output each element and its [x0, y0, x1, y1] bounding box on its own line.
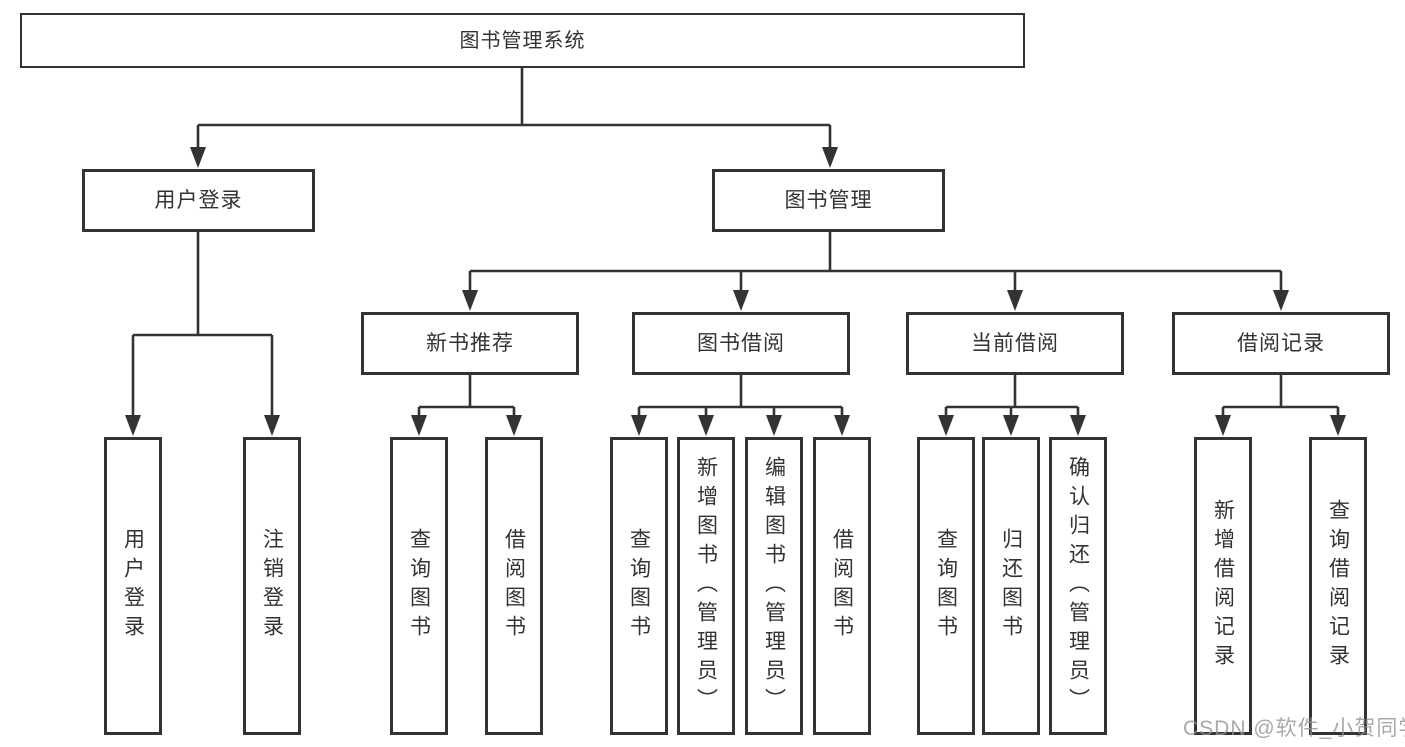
- node-query-borrow-record: 查询借阅记录: [1309, 437, 1367, 735]
- node-book-management: 图书管理: [712, 169, 945, 232]
- node-label: 用户登录: [154, 189, 243, 212]
- node-query-books-current: 查询图书: [917, 437, 975, 735]
- node-label: 归还图书: [999, 528, 1023, 644]
- node-label: 新书推荐: [426, 332, 514, 355]
- node-library-management-system: 图书管理系统: [20, 13, 1025, 68]
- node-book-borrowing: 图书借阅: [632, 312, 850, 375]
- node-label: 编辑图书（管理员）: [762, 455, 786, 717]
- arrowheads: [125, 147, 1346, 436]
- node-query-books-recommend: 查询图书: [390, 437, 448, 735]
- node-label: 注销登录: [260, 528, 284, 644]
- node-label: 借阅图书: [502, 528, 526, 644]
- node-label: 查询图书: [407, 528, 431, 644]
- node-label: 确认归还（管理员）: [1066, 455, 1090, 717]
- node-confirm-return-admin: 确认归还（管理员）: [1049, 437, 1107, 735]
- node-label: 图书借阅: [697, 332, 785, 355]
- node-add-book-admin: 新增图书（管理员）: [677, 437, 735, 735]
- node-user-login-leaf: 用户登录: [104, 437, 162, 735]
- node-label: 新增借阅记录: [1211, 499, 1235, 673]
- node-logout: 注销登录: [243, 437, 301, 735]
- node-label: 图书管理系统: [459, 29, 586, 52]
- tree-edges: [131, 68, 1340, 420]
- node-borrowing-records: 借阅记录: [1172, 312, 1390, 375]
- node-user-login: 用户登录: [82, 169, 315, 232]
- node-label: 借阅记录: [1237, 332, 1325, 355]
- node-label: 当前借阅: [971, 332, 1059, 355]
- node-query-books-borrow: 查询图书: [610, 437, 668, 735]
- node-current-borrowing: 当前借阅: [906, 312, 1124, 375]
- node-label: 查询图书: [627, 528, 651, 644]
- node-label: 借阅图书: [830, 528, 854, 644]
- node-return-book: 归还图书: [982, 437, 1040, 735]
- node-label: 用户登录: [121, 528, 145, 644]
- node-edit-book-admin: 编辑图书（管理员）: [745, 437, 803, 735]
- node-new-book-recommendation: 新书推荐: [361, 312, 579, 375]
- node-label: 新增图书（管理员）: [694, 455, 718, 717]
- node-borrow-books-leaf: 借阅图书: [813, 437, 871, 735]
- node-label: 查询借阅记录: [1326, 499, 1350, 673]
- node-add-borrow-record: 新增借阅记录: [1194, 437, 1252, 735]
- node-borrow-books-recommend: 借阅图书: [485, 437, 543, 735]
- node-label: 图书管理: [784, 189, 873, 212]
- node-label: 查询图书: [934, 528, 958, 644]
